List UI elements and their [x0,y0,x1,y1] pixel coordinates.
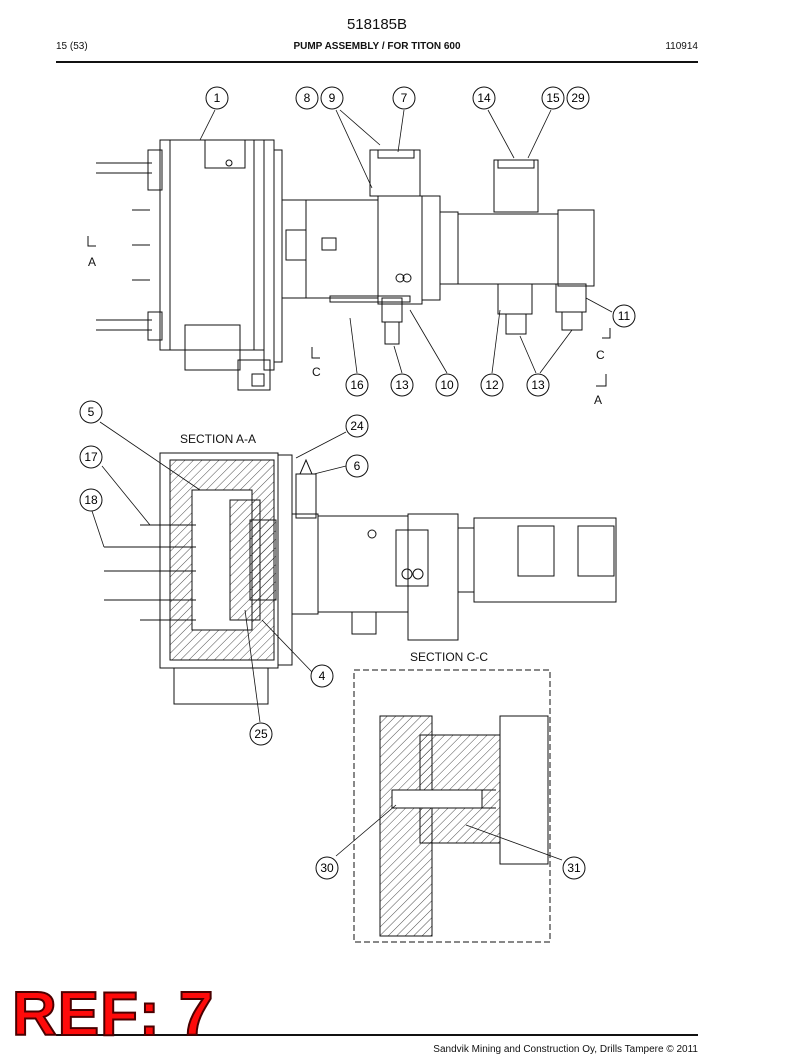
callout-30: 30 [315,856,339,880]
svg-text:16: 16 [350,378,364,392]
svg-text:10: 10 [440,378,454,392]
svg-text:11: 11 [618,309,631,323]
svg-text:5: 5 [88,405,95,419]
section-a-a-view [104,452,617,705]
callout-1: 1 [205,86,229,110]
footer-rule [56,1034,698,1036]
view-labels: SECTION A-A SECTION C-C A A C C [88,255,605,664]
callout-7: 7 [392,86,416,110]
ref-stamp: REF: 7 [11,980,215,1049]
svg-text:31: 31 [567,861,581,875]
svg-text:14: 14 [477,91,491,105]
header-row: 15 (53) PUMP ASSEMBLY / FOR TITON 600 11… [56,41,698,55]
document-number: 518185B [346,16,408,33]
callout-18: 18 [79,488,103,512]
callout-14: 14 [472,86,496,110]
view-a-left-label: A [88,255,96,269]
leader-lines [91,109,613,861]
svg-text:1: 1 [214,91,221,105]
callout-4: 4 [310,664,334,688]
callout-bubbles: 1 8 9 7 14 15 29 11 16 13 10 12 13 5 24 … [79,86,636,880]
svg-text:9: 9 [329,91,336,105]
callout-6: 6 [345,454,369,478]
svg-text:18: 18 [84,493,98,507]
top-view [87,139,611,391]
svg-text:25: 25 [254,727,268,741]
svg-text:17: 17 [84,450,98,464]
callout-10: 10 [435,373,459,397]
view-c-left-label: C [312,365,321,379]
svg-text:4: 4 [319,669,326,683]
svg-text:29: 29 [571,91,585,105]
page-title: PUMP ASSEMBLY / FOR TITON 600 [293,41,461,52]
svg-text:24: 24 [350,419,364,433]
callout-11: 11 [612,304,636,328]
view-a-right-label: A [594,393,602,407]
revision-date: 110914 [665,41,698,52]
page-number: 15 (53) [56,41,88,52]
svg-text:15: 15 [546,91,560,105]
callout-31: 31 [562,856,586,880]
callout-8: 8 [295,86,319,110]
svg-text:13: 13 [395,378,409,392]
section-c-c-view [353,669,551,943]
callout-12: 12 [480,373,504,397]
callout-5: 5 [79,400,103,424]
callout-24: 24 [345,414,369,438]
svg-text:6: 6 [354,459,361,473]
callout-9: 9 [320,86,344,110]
callout-25: 25 [249,722,273,746]
svg-text:30: 30 [320,861,334,875]
svg-text:8: 8 [304,91,311,105]
section-a-a-label: SECTION A-A [180,432,256,446]
callout-13-right: 13 [526,373,550,397]
section-c-c-label: SECTION C-C [410,650,488,664]
copyright-footer: Sandvik Mining and Construction Oy, Dril… [433,1044,698,1055]
callout-17: 17 [79,445,103,469]
view-c-right-label: C [596,348,605,362]
svg-text:12: 12 [485,378,499,392]
svg-text:13: 13 [531,378,545,392]
callout-13-top: 13 [390,373,414,397]
callout-29: 29 [566,86,590,110]
callout-16: 16 [345,373,369,397]
header-rule [56,61,698,63]
callout-15: 15 [541,86,565,110]
svg-text:7: 7 [401,91,408,105]
